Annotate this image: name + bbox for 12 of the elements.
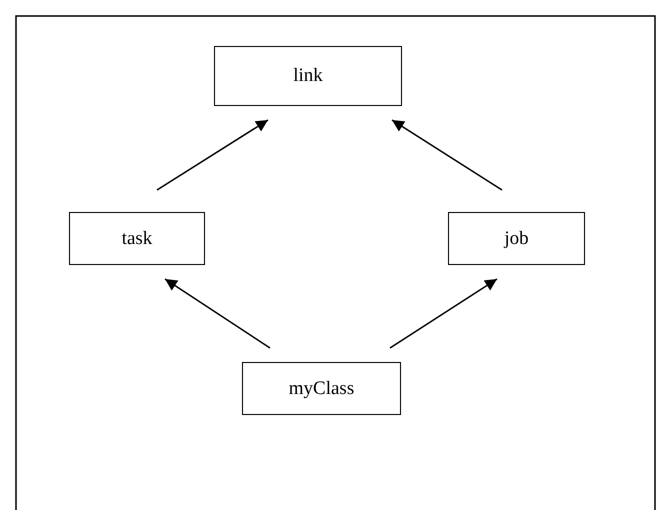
- arrow: [390, 278, 498, 349]
- class-name: task: [122, 228, 152, 250]
- class-box: [242, 362, 401, 415]
- class-name: job: [504, 228, 529, 250]
- class-box: [448, 212, 585, 265]
- arrow: [392, 119, 502, 191]
- class-box: [214, 46, 402, 106]
- class-name: myClass: [288, 378, 354, 400]
- class-name: link: [293, 65, 323, 87]
- arrow: [164, 278, 270, 349]
- arrow: [156, 119, 268, 191]
- class-box: [69, 212, 205, 265]
